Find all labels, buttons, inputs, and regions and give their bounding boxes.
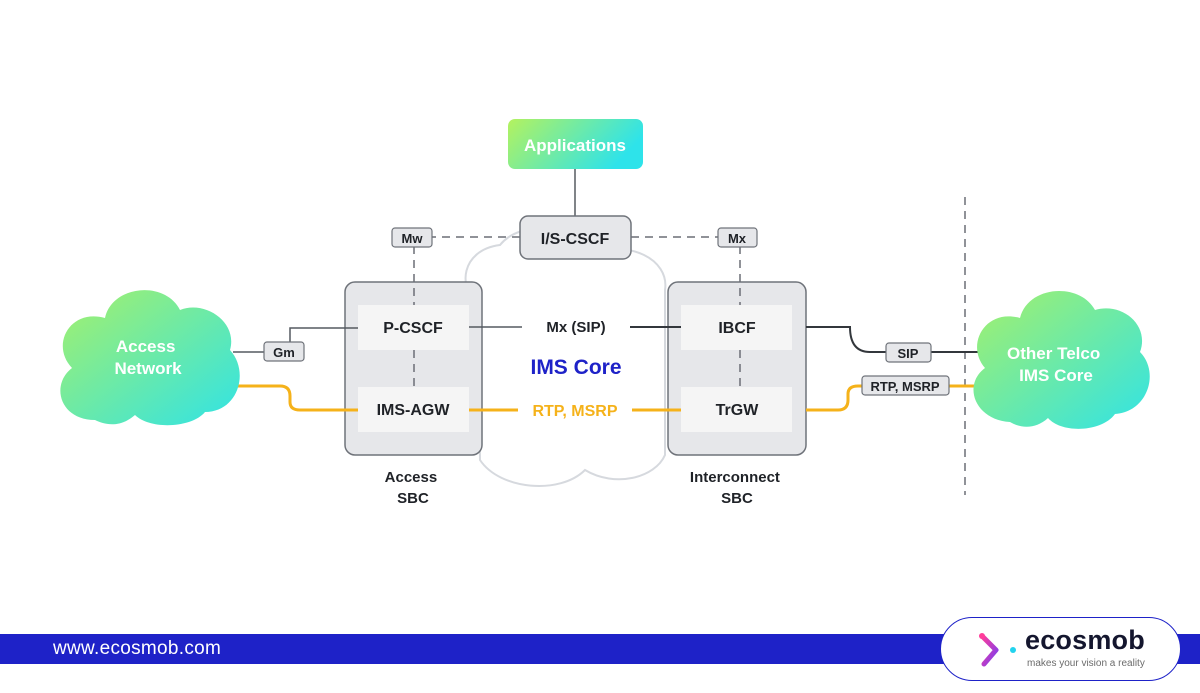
brand-tagline: makes your vision a reality [1027,658,1145,669]
interconnect-sbc-line2: SBC [721,490,753,507]
brand-name: ecosmob [1025,625,1145,655]
rtp-msrp-center-label: RTP, MSRP [532,403,617,420]
ims-agw-label: IMS-AGW [377,402,451,419]
media-left-line [232,384,358,412]
access-network-line1: Access [116,337,176,356]
ims-agw-box [358,387,469,432]
trgw-label: TrGW [716,402,760,419]
interconnect-sbc-line1: Interconnect [690,469,780,486]
other-telco-line1: Other Telco [1007,344,1100,363]
sip-label: SIP [898,346,919,361]
access-sbc-line1: Access [385,469,438,486]
access-network-line2: Network [114,359,182,378]
ims-core-cloud [464,227,667,487]
access-network-cloud: Access Network [60,290,240,426]
other-telco-line2: IMS Core [1019,366,1093,385]
ims-core-label: IMS Core [530,356,621,379]
mx-sip-label: Mx (SIP) [546,319,605,336]
gm-tag [263,341,305,362]
p-cscf-box [358,305,469,350]
rtp-msrp-tag [861,375,950,396]
logo-card: ecosmob makes your vision a reality [940,617,1181,681]
sip-tag [885,342,932,363]
rtp-msrp-right-label: RTP, MSRP [870,379,939,394]
mx-label: Mx [728,231,747,246]
access-network-label: Access Network [114,337,182,378]
applications-box [508,119,643,169]
p-cscf-label: P-CSCF [383,320,443,337]
trgw-box [681,387,792,432]
access-sbc-line2: SBC [397,490,429,507]
applications-label: Applications [524,136,626,155]
other-telco-label: Other Telco IMS Core [1007,344,1105,385]
access-sbc-label: Access SBC [385,469,442,507]
ibcf-box [681,305,792,350]
interconnect-sbc-label: Interconnect SBC [690,469,784,507]
gm-label: Gm [273,345,295,360]
is-cscf-label: I/S-CSCF [541,231,610,248]
ibcf-label: IBCF [718,320,756,337]
is-cscf-box [519,215,632,260]
mx-tag [717,227,758,248]
mw-tag [391,227,433,248]
footer-url-link[interactable]: www.ecosmob.com [53,638,222,659]
mw-label: Mw [402,231,424,246]
ecosmob-logo-icon [979,633,1016,667]
other-telco-cloud: Other Telco IMS Core [973,290,1150,429]
